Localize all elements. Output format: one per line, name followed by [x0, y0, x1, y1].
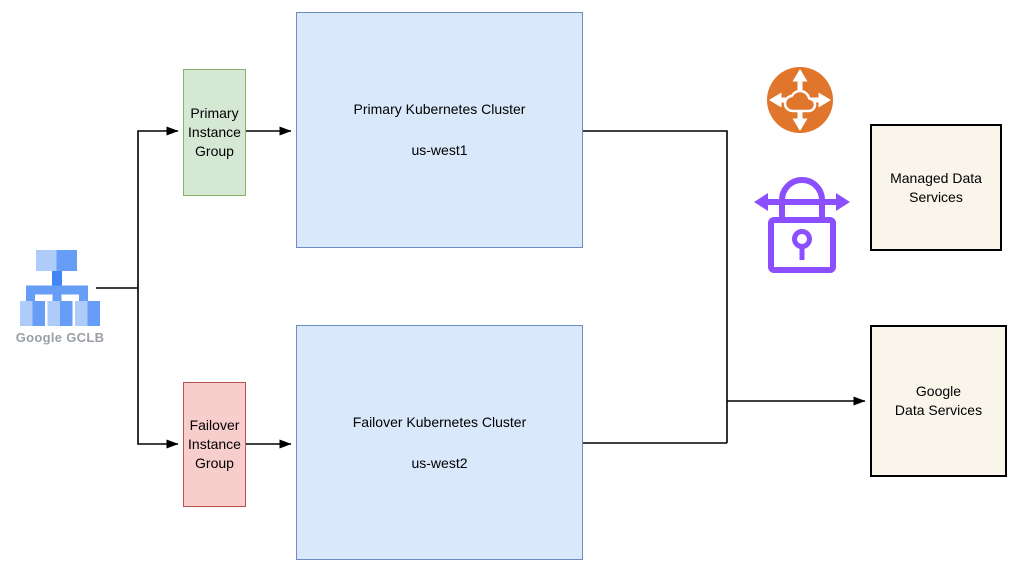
- primary-instance-group-node: Primary Instance Group: [183, 69, 246, 196]
- node-label-line: Failover: [189, 417, 240, 433]
- load-balancer-icon: [20, 250, 100, 326]
- gclb-node: Google GCLB: [16, 250, 104, 345]
- cluster-title: Primary Kubernetes Cluster: [353, 101, 526, 117]
- cluster-region: us-west1: [411, 142, 468, 158]
- node-label-line: Managed Data: [890, 169, 982, 186]
- vpc-peering-node: GCP VPC Peering: [766, 66, 834, 134]
- vpn-lock-icon: [754, 177, 850, 273]
- node-label-line: Services: [909, 188, 963, 205]
- node-label-line: Instance: [188, 436, 241, 452]
- node-label-line: Group: [195, 143, 234, 159]
- node-label-line: Instance: [188, 124, 241, 140]
- vpn-node: [752, 172, 852, 274]
- cluster-region: us-west2: [411, 454, 468, 471]
- failover-instance-group-node: Failover Instance Group: [183, 382, 246, 507]
- node-label-line: Data Services: [894, 402, 983, 418]
- failover-kubernetes-cluster-node: Failover Kubernetes Cluster us-west2: [296, 325, 583, 560]
- node-label-line: Group: [195, 455, 234, 471]
- managed-data-services-node: Managed Data Services: [870, 124, 1002, 251]
- cluster-title: Failover Kubernetes Cluster: [352, 413, 527, 430]
- gclb-label: Google GCLB: [15, 330, 105, 345]
- vpc-peering-icon: [767, 67, 833, 133]
- node-label-line: Primary: [190, 105, 239, 121]
- node-label-line: Google: [915, 383, 962, 399]
- google-data-services-node: Google Data Services: [870, 325, 1007, 477]
- primary-kubernetes-cluster-node: Primary Kubernetes Cluster us-west1: [296, 12, 583, 248]
